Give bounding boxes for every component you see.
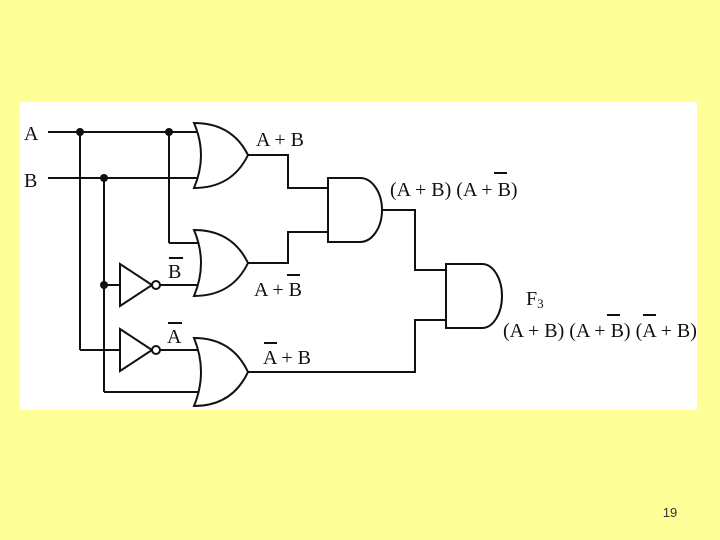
junction-dot: [100, 174, 108, 182]
or1-output-label: A + B: [256, 129, 304, 151]
page-number: 19: [662, 505, 678, 520]
wire-or1-to-and1: [248, 154, 330, 189]
inverter-bubble: [151, 280, 161, 290]
and-gate-2: [445, 263, 503, 329]
not-a-label: A: [167, 326, 182, 348]
input-b-label: B: [24, 170, 37, 192]
or3-output-label: A + B: [263, 347, 311, 369]
f3-output-label: F3: [526, 288, 544, 311]
not-gate-a: [119, 327, 154, 373]
f3-expression: (A + B) (A + B) (A + B): [503, 320, 697, 342]
junction-dot: [165, 128, 173, 136]
or-gate-2: [192, 228, 250, 298]
inverter-bubble: [151, 345, 161, 355]
wire-or3-to-and2: [248, 319, 448, 373]
wire-or2-to-and1: [248, 231, 330, 264]
or-gate-3: [192, 336, 250, 408]
not-gate-b: [119, 262, 154, 308]
or2-output-label: A + B: [254, 279, 302, 301]
junction-dot: [76, 128, 84, 136]
not-b-label: B: [168, 261, 181, 283]
and-gate-1: [327, 177, 383, 243]
wire-and1-to-and2: [382, 209, 448, 271]
and1-output-label: (A + B) (A + B): [390, 179, 518, 201]
or-gate-1: [192, 121, 250, 190]
input-a-label: A: [24, 123, 39, 145]
